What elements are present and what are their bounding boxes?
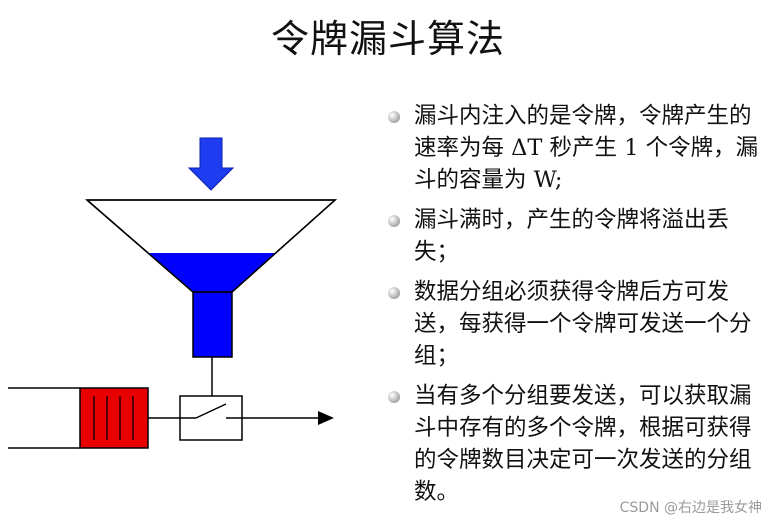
list-item: 当有多个分组要发送，可以获取漏斗中存有的多个令牌，根据可获得的令牌数目决定可一次… — [380, 380, 770, 508]
right-arrow-icon — [318, 411, 334, 425]
packet-queue — [79, 387, 149, 449]
down-arrow-icon — [187, 137, 235, 191]
funnel-liquid — [148, 253, 275, 292]
bullet-icon — [388, 111, 400, 123]
funnel-spout — [192, 291, 233, 358]
bullet-icon — [388, 215, 400, 227]
token-bucket-diagram — [8, 137, 337, 449]
bullet-icon — [388, 391, 400, 403]
bullet-list: 漏斗内注入的是令牌，令牌产生的速率为每 ΔT 秒产生 1 个令牌，漏斗的容量为 … — [380, 100, 770, 516]
page-title: 令牌漏斗算法 — [270, 17, 505, 61]
bullet-icon — [388, 287, 400, 299]
watermark: CSDN @右边是我女神 — [619, 500, 762, 516]
list-item: 漏斗满时，产生的令牌将溢出丢失； — [380, 204, 770, 268]
switch-icon — [179, 395, 243, 441]
list-item: 数据分组必须获得令牌后方可发送，每获得一个令牌可发送一个分组； — [380, 276, 770, 372]
list-item: 漏斗内注入的是令牌，令牌产生的速率为每 ΔT 秒产生 1 个令牌，漏斗的容量为 … — [380, 100, 770, 196]
